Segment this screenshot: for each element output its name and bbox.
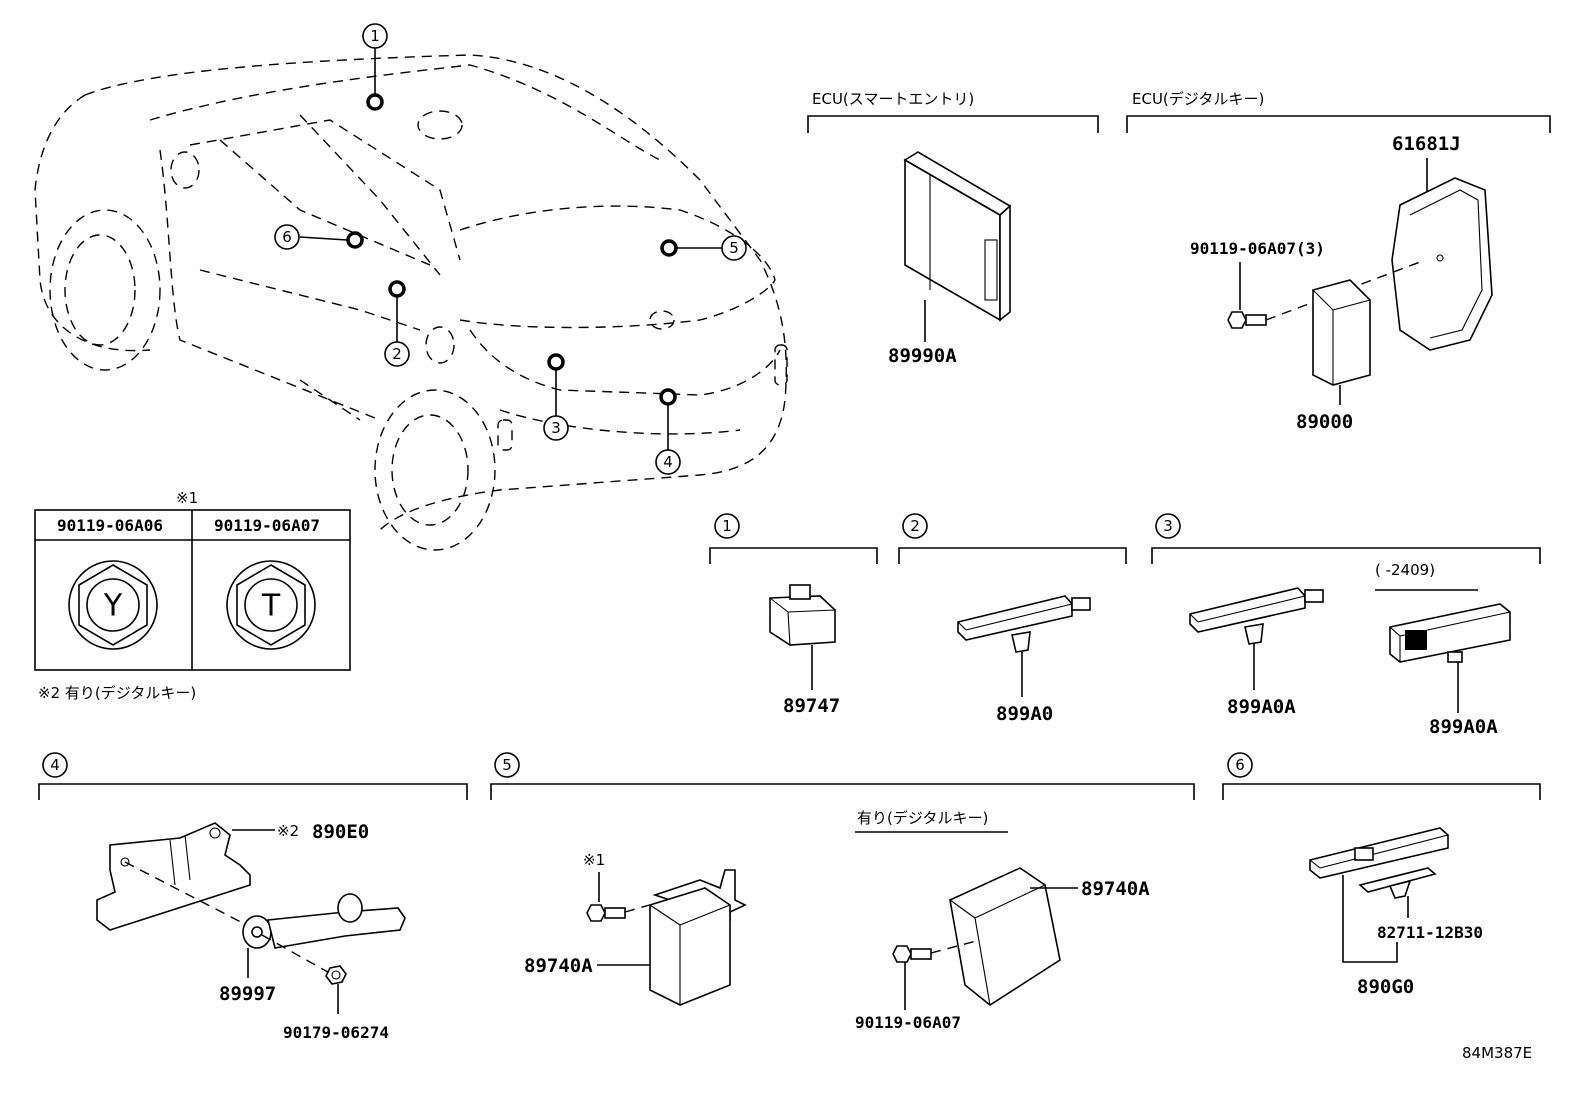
callout-6: 6 xyxy=(282,228,292,246)
sensor-89997 xyxy=(242,893,406,949)
callout-3: 3 xyxy=(551,419,561,437)
ecu-smart-entry-title: ECU(スマートエントリ) xyxy=(812,90,974,108)
symbol-t: T xyxy=(261,589,281,624)
bolt-head-t-icon: T xyxy=(226,560,316,650)
note-2-text: ※2 有り(デジタルキー) xyxy=(38,684,196,702)
part-89000: 89000 xyxy=(1296,411,1353,433)
note-2-mark-890E0: ※2 xyxy=(277,822,299,840)
sensor-89747 xyxy=(769,584,836,646)
section-1-number: 1 xyxy=(722,517,732,535)
antenna-899A0A-2 xyxy=(1389,603,1511,663)
ecu-89740A-2 xyxy=(949,867,1061,1006)
ecu-smart-entry-group: ECU(スマートエントリ) 89990A xyxy=(807,90,1099,367)
diagram-id: 84M387E xyxy=(1462,1044,1532,1062)
section-2: 2 899A0 xyxy=(898,513,1127,725)
part-82711-12B30: 82711-12B30 xyxy=(1377,923,1483,942)
ecu-digital-key-title: ECU(デジタルキー) xyxy=(1132,90,1264,108)
section-4-number: 4 xyxy=(50,756,60,774)
bolt-head-y-icon: Y xyxy=(68,560,158,650)
part-89997: 89997 xyxy=(219,983,276,1005)
callout-2: 2 xyxy=(392,345,402,363)
ecu-89740A-1 xyxy=(649,869,747,1006)
ecu-digital-key-group: ECU(デジタルキー) 61681J 90119-06A07(3) 89000 xyxy=(1126,90,1551,433)
bracket-61681J xyxy=(1391,177,1493,351)
callout-5: 5 xyxy=(729,239,739,257)
section-6: 6 82711-12B30 890G0 xyxy=(1222,752,1541,998)
part-89740A-2: 89740A xyxy=(1081,878,1150,900)
part-90119-06A07-3: 90119-06A07(3) xyxy=(1190,239,1325,258)
antenna-890G0 xyxy=(1309,827,1449,879)
part-90119-06A07: 90119-06A07 xyxy=(855,1013,961,1032)
part-899A0A-1: 899A0A xyxy=(1227,696,1296,718)
bracket-890E0 xyxy=(96,822,251,931)
bolt-icon xyxy=(1227,311,1267,329)
table-header-90119-06A06: 90119-06A06 xyxy=(57,516,163,535)
antenna-899A0A-1 xyxy=(1189,587,1324,645)
ecu-89000 xyxy=(1312,279,1371,386)
note-1-mark-5: ※1 xyxy=(583,851,605,869)
fastener-table: ※1 90119-06A06 90119-06A07 Y T ※2 有り(デジタ… xyxy=(34,489,351,702)
part-89740A-1: 89740A xyxy=(524,955,593,977)
part-90179-06274: 90179-06274 xyxy=(283,1023,389,1042)
section-5: 5 ※1 89740A 有り(デジタルキー) 89740A xyxy=(490,752,1195,1032)
table-header-90119-06A07: 90119-06A07 xyxy=(214,516,320,535)
part-89990A: 89990A xyxy=(888,345,957,367)
callout-1: 1 xyxy=(370,27,380,45)
range-note: ( -2409) xyxy=(1375,561,1435,579)
bolt-icon xyxy=(586,904,626,922)
section-5-number: 5 xyxy=(502,756,512,774)
section-6-number: 6 xyxy=(1235,756,1245,774)
section-2-number: 2 xyxy=(910,517,920,535)
vehicle-callouts: 1 6 2 3 4 5 xyxy=(274,23,747,475)
note-1-mark: ※1 xyxy=(176,489,198,507)
section-4: 4 ※2 890E0 89997 90179-06274 xyxy=(38,752,468,1042)
bolt-icon xyxy=(892,945,932,963)
nut-icon xyxy=(325,965,347,985)
part-89747: 89747 xyxy=(783,695,840,717)
symbol-y: Y xyxy=(103,589,123,624)
callout-4: 4 xyxy=(663,453,673,471)
part-899A0: 899A0 xyxy=(996,703,1053,725)
antenna-899A0 xyxy=(957,595,1091,653)
with-digital-key-5: 有り(デジタルキー) xyxy=(857,809,988,827)
section-1: 1 89747 xyxy=(709,513,878,717)
holder-82711-12B30 xyxy=(1358,867,1437,899)
part-899A0A-2: 899A0A xyxy=(1429,716,1498,738)
part-890E0: 890E0 xyxy=(312,821,369,843)
section-3: 3 899A0A ( -2409) 899A0A xyxy=(1151,513,1541,738)
location-markers xyxy=(299,48,722,450)
section-3-number: 3 xyxy=(1163,517,1173,535)
part-61681J: 61681J xyxy=(1392,133,1461,155)
part-890G0: 890G0 xyxy=(1357,976,1414,998)
vehicle-outline xyxy=(34,54,788,551)
